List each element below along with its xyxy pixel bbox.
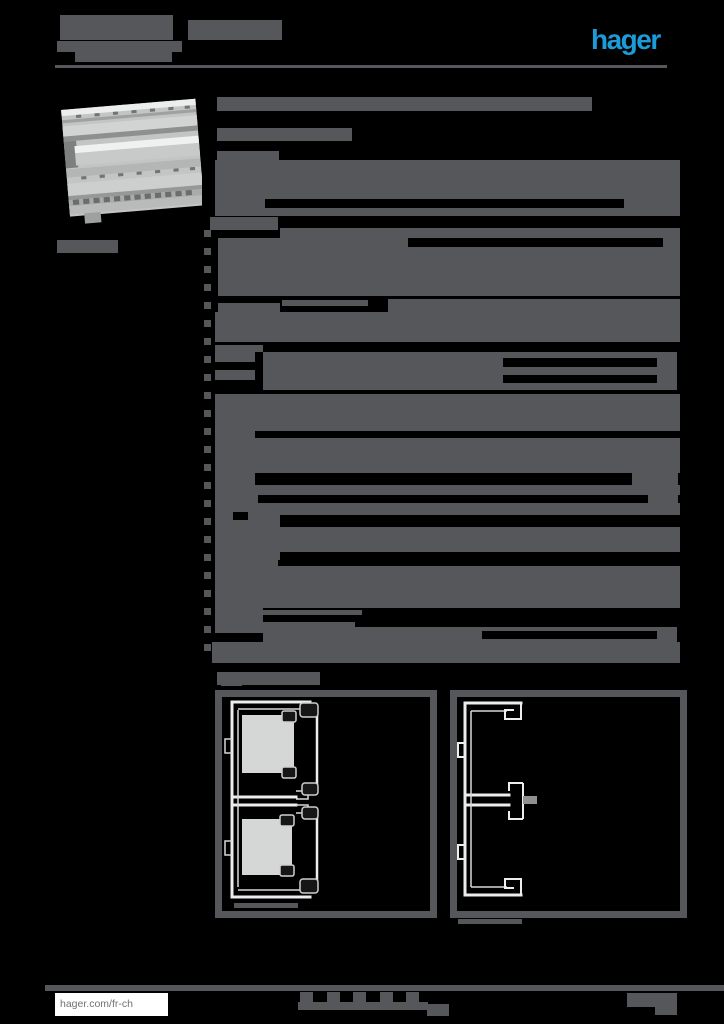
redacted-caption-bar <box>57 240 118 253</box>
redacted-text-bar <box>215 394 680 431</box>
redacted-text-bar <box>215 566 680 608</box>
redacted-text-bar <box>218 238 408 247</box>
redacted-line-dash <box>204 248 211 255</box>
redacted-line-dash <box>204 518 211 525</box>
redacted-line-dash <box>204 410 211 417</box>
empty-trunking-cross-section <box>457 701 537 897</box>
redacted-header-bar <box>188 20 282 40</box>
redacted-line-dash <box>204 374 211 381</box>
redacted-text-bar <box>212 642 680 663</box>
redacted-text-bar <box>280 228 680 238</box>
redacted-text-bar <box>217 97 592 111</box>
redacted-header-bar <box>57 41 182 52</box>
redacted-line-dash <box>204 320 211 327</box>
redacted-text-bar <box>215 312 680 342</box>
redacted-header-bar <box>75 52 172 62</box>
redaction-gap <box>503 358 657 367</box>
redacted-line-dash <box>204 428 211 435</box>
redacted-text-bar <box>632 473 678 485</box>
redacted-text-bar <box>215 608 263 622</box>
wired-trunking-cross-section <box>224 700 319 908</box>
redacted-line-dash <box>204 338 211 345</box>
redacted-footer-bar <box>298 1002 428 1010</box>
redacted-text-bar <box>215 485 680 495</box>
redacted-text-bar <box>215 438 680 473</box>
redacted-line-dash <box>204 482 211 489</box>
redacted-text-bar <box>215 515 280 527</box>
redacted-text-bar <box>217 128 352 141</box>
redaction-gap <box>482 631 657 639</box>
redacted-text-bar <box>215 199 265 208</box>
redacted-line-dash <box>204 626 211 633</box>
redacted-header-bar <box>60 15 173 40</box>
redacted-text-bar <box>215 370 255 380</box>
redacted-text-bar <box>624 199 680 208</box>
redacted-text-bar <box>215 495 258 503</box>
footer-divider-line <box>45 985 724 991</box>
redacted-line-dash <box>204 230 211 237</box>
redacted-text-bar <box>215 527 680 552</box>
redacted-footer-bar <box>380 992 393 1002</box>
redacted-footer-bar <box>406 992 419 1002</box>
redacted-text-bar <box>215 208 680 216</box>
cross-section-diagram-frame-1 <box>215 690 437 918</box>
redacted-line-dash <box>204 446 211 453</box>
redaction-gap <box>503 375 657 383</box>
redacted-line-dash <box>204 356 211 363</box>
redacted-text-bar <box>263 610 362 615</box>
dimension-mark <box>283 680 317 684</box>
footer-url-link[interactable]: hager.com/fr-ch <box>55 993 168 1016</box>
redacted-line-dash <box>204 284 211 291</box>
redacted-line-dash <box>204 554 211 561</box>
dimension-mark <box>458 919 522 924</box>
redacted-line-dash <box>204 608 211 615</box>
redacted-footer-bar <box>627 993 677 1007</box>
redacted-text-bar <box>215 560 278 566</box>
redacted-line-dash <box>204 644 211 651</box>
redacted-text-bar <box>217 151 279 160</box>
redacted-line-dash <box>204 392 211 399</box>
hager-logo: hager <box>591 24 661 55</box>
redacted-footer-bar <box>300 992 313 1002</box>
redacted-text-bar <box>215 160 680 199</box>
redacted-text-bar <box>215 552 280 560</box>
redacted-text-bar <box>215 503 680 515</box>
redacted-text-bar <box>388 299 680 312</box>
redacted-line-dash <box>204 266 211 273</box>
redacted-line-dash <box>204 572 211 579</box>
redacted-text-bar <box>648 495 678 503</box>
redacted-text-bar <box>215 473 255 485</box>
redacted-text-bar <box>215 352 255 362</box>
redacted-text-bar <box>215 345 263 352</box>
header-divider-line <box>55 65 667 68</box>
redacted-footer-bar <box>427 1004 449 1016</box>
redacted-line-dash <box>204 500 211 507</box>
redacted-line-dash <box>204 302 211 309</box>
redacted-text-bar <box>210 217 278 230</box>
redacted-footer-bar <box>353 992 366 1002</box>
redacted-text-bar <box>218 247 680 296</box>
redacted-text-bar <box>218 303 280 312</box>
dimension-mark <box>221 680 242 686</box>
redacted-footer-bar <box>655 1007 677 1015</box>
redacted-line-dash <box>204 536 211 543</box>
redacted-text-bar <box>215 431 255 438</box>
redacted-text-bar <box>282 300 368 306</box>
redacted-line-dash <box>204 590 211 597</box>
redacted-footer-bar <box>327 992 340 1002</box>
redaction-gap <box>233 512 248 520</box>
redacted-line-dash <box>204 464 211 471</box>
redacted-text-bar <box>663 238 680 247</box>
trunking-product-photo <box>61 98 202 224</box>
cross-section-diagram-frame-2 <box>450 690 687 918</box>
